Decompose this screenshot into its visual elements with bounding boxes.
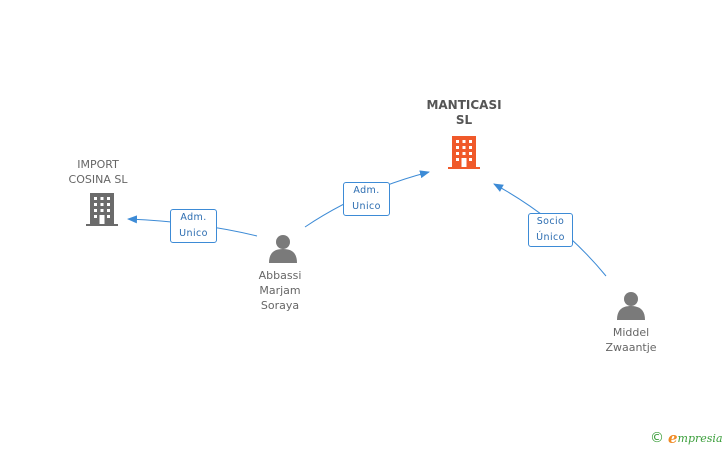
- node-label-line: SL: [455, 113, 473, 127]
- node-label-line: Abbassi: [258, 269, 302, 282]
- node-label-line: Marjam: [259, 284, 301, 297]
- copyright-symbol: ©: [650, 430, 664, 446]
- person-icon[interactable]: [617, 292, 645, 320]
- edge-label-abbassi-manticasi[interactable]: Adm. Unico: [343, 182, 390, 216]
- edge-label-line: Adm.: [353, 185, 380, 196]
- brand-watermark: © e mpresia: [650, 429, 723, 447]
- edge-label-line: Socio: [536, 216, 565, 227]
- node-label-import-cosina[interactable]: IMPORT COSINA SL: [58, 157, 138, 187]
- person-icon[interactable]: [269, 235, 297, 263]
- node-label-line: MANTICASI: [426, 98, 502, 112]
- edge-label-middel-manticasi[interactable]: Socio Único: [528, 213, 573, 247]
- node-label-manticasi[interactable]: MANTICASI SL: [414, 98, 514, 128]
- edge-label-line: Unico: [352, 201, 381, 212]
- node-label-middel[interactable]: Middel Zwaantje: [591, 325, 671, 355]
- edge-label-line: Adm.: [180, 212, 207, 223]
- brand-logo-initial: e: [668, 429, 678, 447]
- edge-label-line: Único: [536, 232, 565, 243]
- node-label-line: Middel: [612, 326, 650, 339]
- node-label-abbassi[interactable]: Abbassi Marjam Soraya: [240, 268, 320, 313]
- node-label-line: Soraya: [260, 299, 300, 312]
- edge-label-abbassi-import[interactable]: Adm. Unico: [170, 209, 217, 243]
- brand-logo-name: mpresia: [677, 431, 723, 445]
- node-label-line: COSINA SL: [68, 173, 128, 186]
- node-label-line: Zwaantje: [605, 341, 657, 354]
- node-label-line: IMPORT: [77, 158, 119, 171]
- edge-label-line: Unico: [179, 228, 208, 239]
- building-icon[interactable]: [448, 136, 480, 169]
- building-icon[interactable]: [86, 193, 118, 226]
